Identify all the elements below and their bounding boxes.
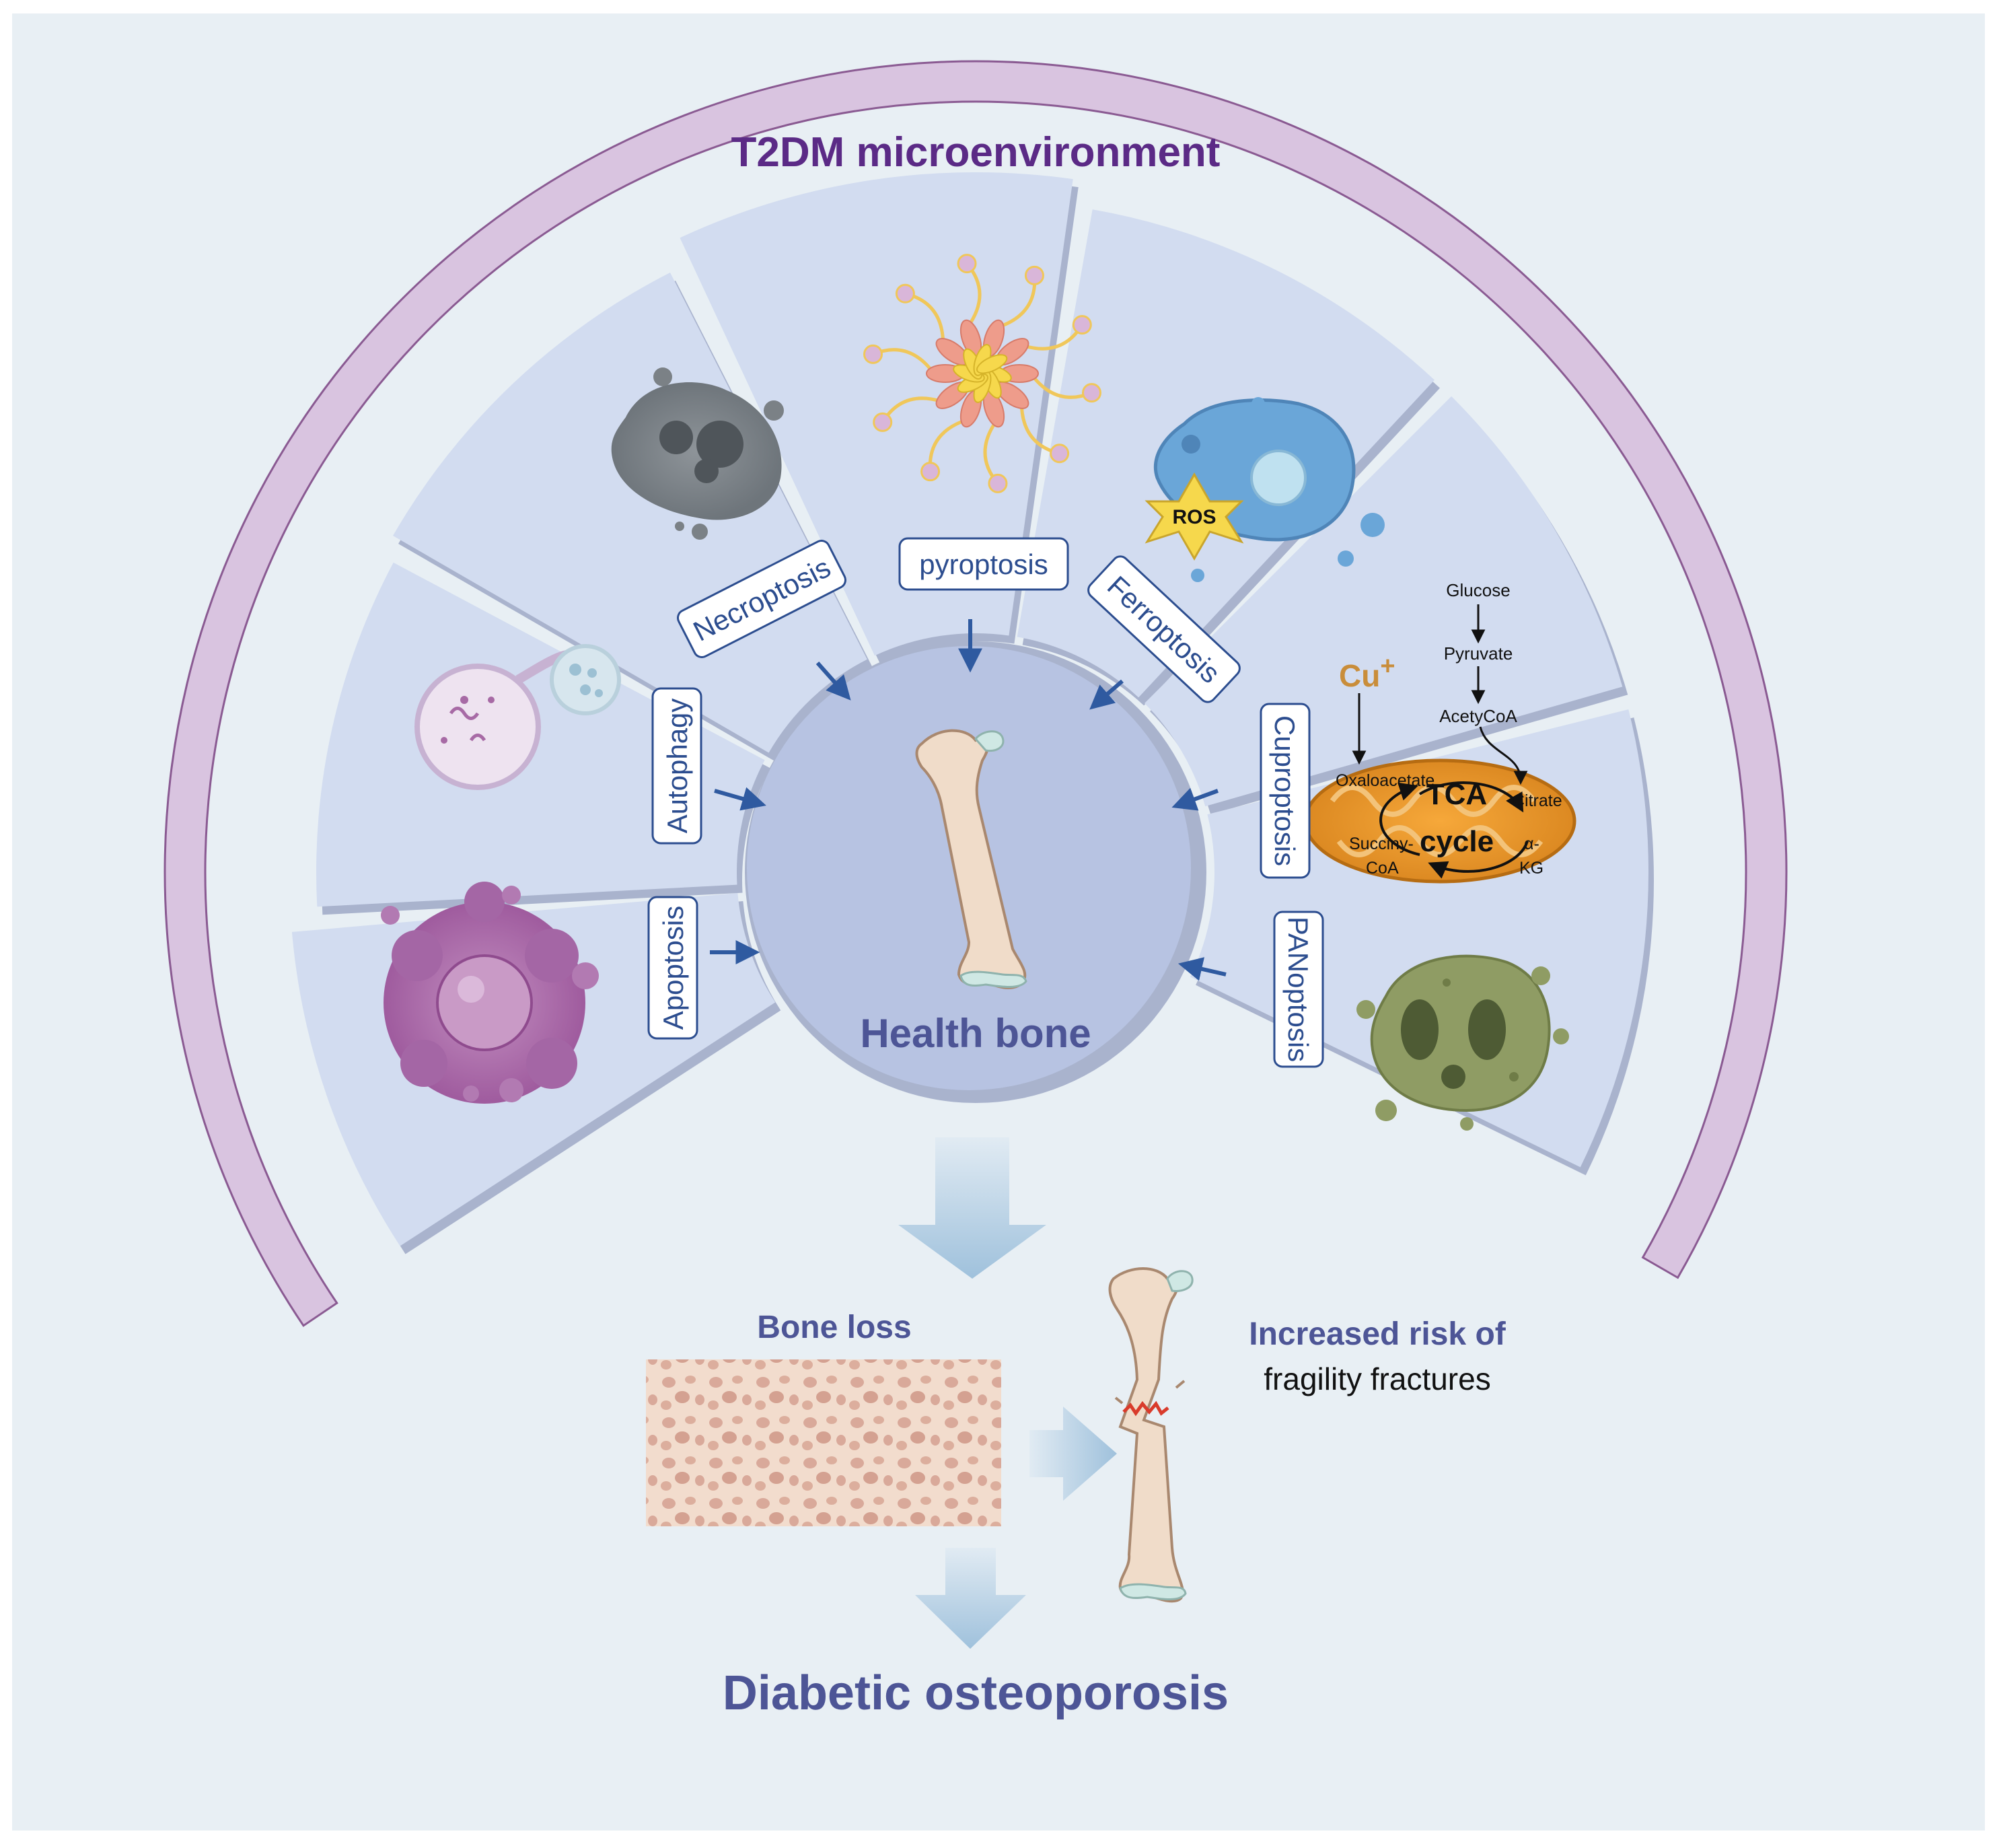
label-box-frame [647,896,698,1040]
label-box-frame [1260,703,1311,879]
arrow-autophagy [714,787,766,811]
tca-title-line1: TCA [1426,778,1487,811]
bone-loss-label: Bone loss [757,1310,911,1345]
pore-head [895,283,915,304]
necroptosis-cell-icon [611,367,784,540]
label-box-pyroptosis: pyroptosis [898,537,1069,591]
spongy-bone-texture [646,1359,1001,1526]
label-text-panoptosis: PANoptosis [1282,917,1314,1062]
acetycoa-label: AcetyCoA [1439,706,1517,726]
risk-label-line2: fragility fractures [1264,1361,1490,1396]
pore-head [957,254,977,274]
label-box-autophagy: Autophagy [651,687,702,845]
pore-head [873,412,893,432]
akg-label-line1: α- [1524,834,1539,853]
label-text-cuproptosis: Cuproptosis [1269,715,1301,866]
label-box-panoptosis: PANoptosis [1273,911,1324,1068]
label-box-frame [651,687,702,845]
label-box-frame [1273,911,1324,1068]
down-arrow-2-icon [915,1548,1026,1649]
pore-head [1072,315,1092,335]
ros-label: ROS [1172,506,1216,528]
label-box-frame [898,537,1069,591]
citrate-label: Citrate [1513,791,1562,810]
tca-title-line2: cycle [1420,825,1494,858]
ros-star-icon [1145,472,1244,561]
label-box-apoptosis: Apoptosis [647,896,698,1040]
down-arrow-icon [898,1137,1046,1279]
pore-core [976,354,1008,374]
pore-head [920,462,941,482]
pore-head [988,473,1008,493]
akg-label-line2: KG [1519,859,1544,878]
arrow-necroptosis [815,662,851,701]
right-arrow-icon [1029,1407,1117,1501]
sector-cuproptosis [1145,396,1623,807]
autophagy-cell-icon [414,644,621,790]
health-bone-label: Health bone [860,1011,1091,1056]
t2dm-title: T2DM microenvironment [731,129,1221,176]
succinyl-label-line2: CoA [1366,859,1399,878]
glucose-label: Glucose [1446,580,1510,600]
pyroptosis-pore-icon [863,254,1101,493]
arrow-ferroptosis [1089,679,1124,710]
t2dm-arc-band [164,60,1788,1327]
succinyl-label-line1: Succiny- [1349,834,1414,853]
pore-head [1050,443,1070,464]
apoptosis-cell-icon [381,882,599,1104]
cu-ion-label: Cu+ [1339,652,1395,693]
pore-head [1081,383,1101,403]
pathway-arrows [1352,604,1528,785]
label-text-autophagy: Autophagy [661,699,693,834]
label-text-apoptosis: Apoptosis [657,906,689,1030]
label-text-pyroptosis: pyroptosis [919,548,1048,580]
label-box-frame [677,540,846,658]
sector-pyroptosis [680,172,1073,656]
label-box-cuproptosis: Cuproptosis [1260,703,1311,879]
tca-cycle-arrows [1379,781,1529,879]
oxaloacetate-label: Oxaloacetate [1336,771,1435,790]
risk-label-line1: Increased risk of [1249,1316,1506,1352]
label-box-frame [1087,555,1241,703]
healthy-bone-icon [915,729,1027,989]
arrow-cuproptosis [1171,787,1219,811]
fractured-bone-icon [1108,1267,1194,1603]
diabetic-osteoporosis-label: Diabetic osteoporosis [723,1666,1229,1720]
pore-head [1024,265,1044,285]
inward-arrows [710,619,1227,981]
panoptosis-cell-icon [1356,954,1569,1131]
mitochondrion-icon [1303,758,1576,884]
arrow-panoptosis [1177,957,1227,981]
pyruvate-label: Pyruvate [1444,643,1513,664]
pore-head [863,344,883,364]
